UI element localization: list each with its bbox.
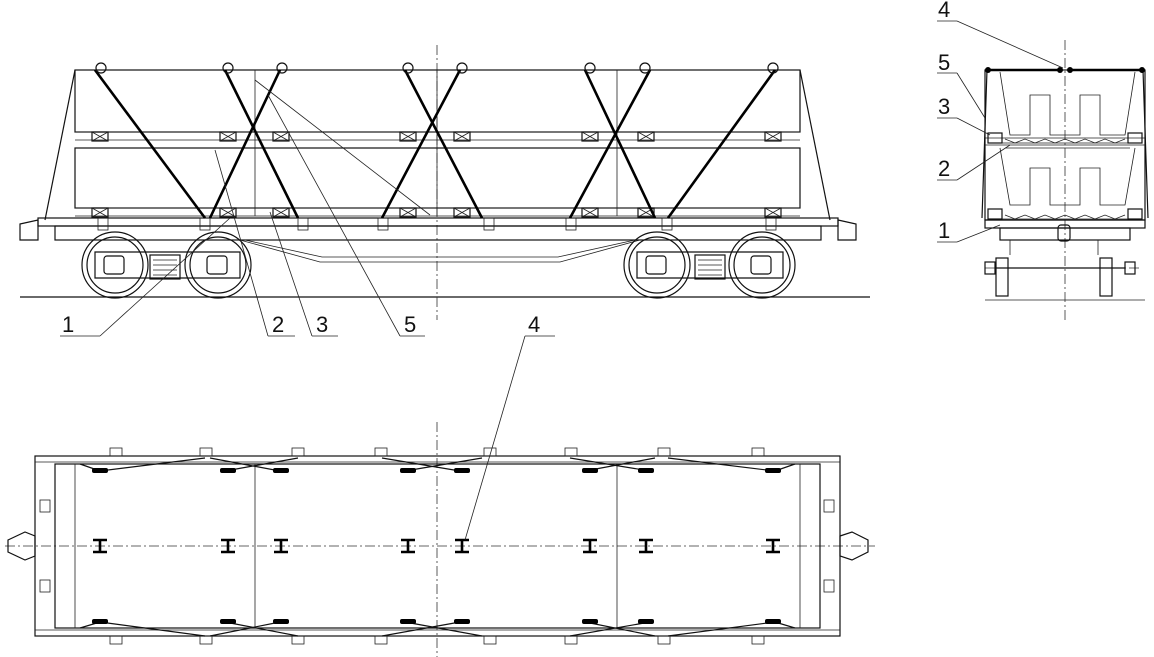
- callout-label-side-1: 1: [62, 312, 74, 337]
- side-view-callouts: [60, 94, 425, 337]
- callout-label-end-1: 1: [938, 218, 950, 243]
- callout-label-end-4: 4: [938, 0, 950, 22]
- end-view: [937, 20, 1149, 322]
- tie-down-wires: [44, 62, 831, 221]
- spacer-markers: [93, 538, 780, 554]
- side-view: 1 2 3 5: [19, 45, 870, 337]
- top-view: [5, 335, 875, 657]
- right-bogie: [623, 231, 796, 299]
- lower-cargo-block: [74, 147, 801, 209]
- wagon-frame: [37, 217, 839, 227]
- callout-label-top-4: 4: [528, 312, 540, 337]
- stake-ticks: [39, 447, 835, 645]
- top-view-wires: [79, 457, 796, 637]
- callout-label-side-3: 3: [316, 312, 328, 337]
- upper-spacers: [91, 131, 782, 142]
- callout-label-side-2: 2: [272, 312, 284, 337]
- left-bogie: [81, 231, 252, 299]
- upper-cargo-block: [74, 69, 801, 133]
- callout-label-end-2: 2: [938, 156, 950, 181]
- callout-label-end-3: 3: [938, 94, 950, 119]
- callout-label-end-5: 5: [938, 50, 950, 75]
- wire-anchor-marks: [92, 468, 781, 624]
- callout-label-side-5: 5: [404, 312, 416, 337]
